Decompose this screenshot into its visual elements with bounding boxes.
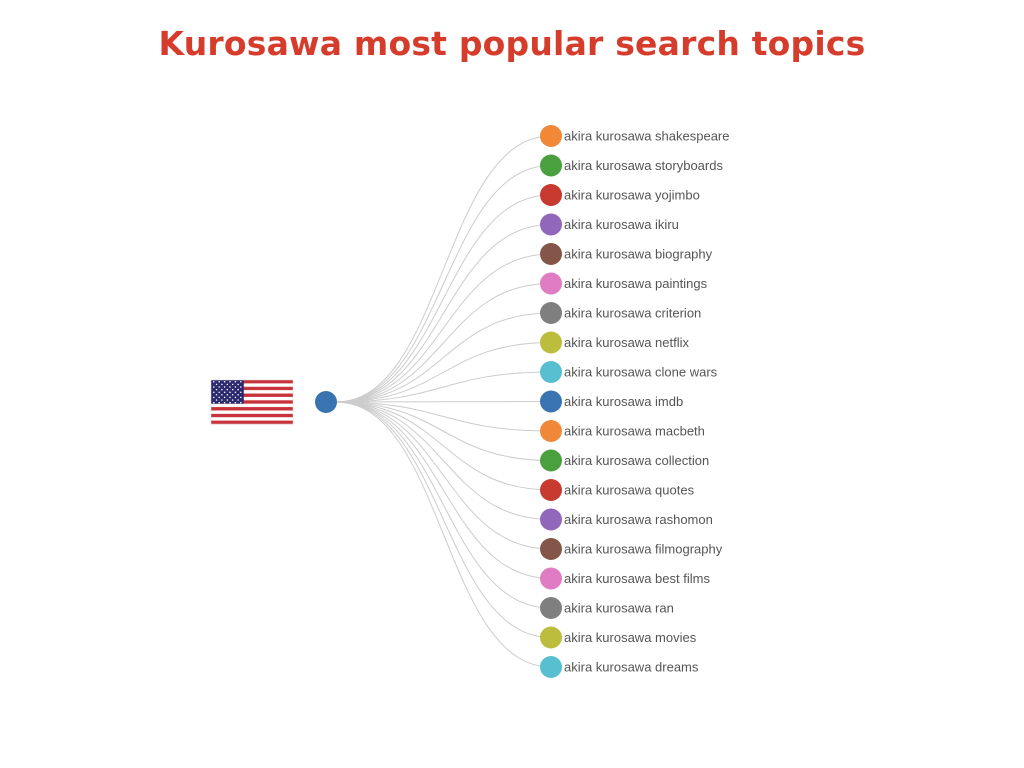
topic-node[interactable]: akira kurosawa biography — [540, 243, 713, 265]
topic-node-circle[interactable] — [540, 361, 562, 383]
topic-node-circle[interactable] — [540, 390, 562, 413]
topic-label: akira kurosawa filmography — [564, 542, 723, 557]
tree-link — [335, 401, 552, 520]
us-flag-icon — [210, 379, 294, 425]
tree-link — [335, 401, 552, 432]
tree-link — [335, 401, 552, 461]
topic-node[interactable]: akira kurosawa ran — [540, 597, 674, 619]
topic-node-circle[interactable] — [540, 213, 562, 236]
topic-node[interactable]: akira kurosawa criterion — [540, 302, 701, 324]
tree-link — [335, 401, 552, 550]
topic-label: akira kurosawa yojimbo — [564, 188, 700, 203]
tree-link — [335, 283, 552, 403]
topic-node-circle[interactable] — [540, 479, 562, 501]
tree-link — [335, 135, 552, 403]
topic-node-circle[interactable] — [540, 538, 562, 560]
topic-node[interactable]: akira kurosawa best films — [540, 567, 710, 590]
topic-label: akira kurosawa criterion — [564, 306, 701, 321]
tree-link — [335, 165, 552, 403]
tree-link — [335, 401, 552, 668]
topic-node-circle[interactable] — [540, 184, 562, 206]
topic-node-circle[interactable] — [540, 567, 562, 590]
topic-label: akira kurosawa movies — [564, 630, 697, 645]
topic-node-circle[interactable] — [540, 331, 562, 354]
tree-link — [335, 371, 552, 403]
topic-node-circle[interactable] — [540, 125, 562, 147]
tree-link — [335, 401, 552, 638]
topic-node[interactable]: akira kurosawa ikiru — [540, 213, 679, 236]
topic-node-circle[interactable] — [540, 626, 562, 649]
tree-links — [335, 135, 552, 668]
topic-label: akira kurosawa imdb — [564, 394, 683, 409]
tree-link — [335, 253, 552, 403]
tree-link — [335, 312, 552, 403]
tree-link — [335, 342, 552, 403]
topic-node-circle[interactable] — [540, 508, 562, 531]
topic-label: akira kurosawa clone wars — [564, 365, 718, 380]
page-title: Kurosawa most popular search topics — [158, 24, 866, 63]
topic-node[interactable]: akira kurosawa macbeth — [540, 420, 705, 442]
topic-node[interactable]: akira kurosawa imdb — [540, 390, 683, 413]
topic-node[interactable]: akira kurosawa paintings — [540, 272, 708, 295]
topic-node[interactable]: akira kurosawa shakespeare — [540, 125, 729, 147]
topic-label: akira kurosawa rashomon — [564, 512, 713, 527]
topic-label: akira kurosawa paintings — [564, 276, 708, 291]
topic-node[interactable]: akira kurosawa clone wars — [540, 361, 718, 383]
topic-node[interactable]: akira kurosawa collection — [540, 449, 709, 472]
topic-node-circle[interactable] — [540, 656, 562, 678]
tree-link — [335, 401, 552, 403]
topic-label: akira kurosawa shakespeare — [564, 129, 729, 144]
topic-label: akira kurosawa storyboards — [564, 158, 723, 173]
topic-node-circle[interactable] — [540, 302, 562, 324]
tree-link — [335, 401, 552, 579]
topic-node[interactable]: akira kurosawa quotes — [540, 479, 695, 501]
tree-link — [335, 194, 552, 403]
topic-node-circle[interactable] — [540, 272, 562, 295]
topic-label: akira kurosawa best films — [564, 571, 710, 586]
topic-node-circle[interactable] — [540, 154, 562, 177]
topic-label: akira kurosawa biography — [564, 247, 713, 262]
topic-node[interactable]: akira kurosawa dreams — [540, 656, 699, 678]
topic-label: akira kurosawa netflix — [564, 335, 689, 350]
topic-label: akira kurosawa dreams — [564, 660, 699, 675]
topic-node[interactable]: akira kurosawa movies — [540, 626, 697, 649]
topic-label: akira kurosawa ran — [564, 601, 674, 616]
topic-node-circle[interactable] — [540, 597, 562, 619]
topic-node[interactable]: akira kurosawa rashomon — [540, 508, 713, 531]
topic-label: akira kurosawa collection — [564, 453, 709, 468]
topic-node[interactable]: akira kurosawa storyboards — [540, 154, 723, 177]
topic-nodes: akira kurosawa shakespeare akira kurosawa… — [540, 125, 729, 678]
topic-label: akira kurosawa quotes — [564, 483, 695, 498]
tree-link — [335, 401, 552, 491]
tree-link — [335, 401, 552, 609]
topic-node-circle[interactable] — [540, 420, 562, 442]
topic-node-circle[interactable] — [540, 243, 562, 265]
topic-node-circle[interactable] — [540, 449, 562, 472]
topic-label: akira kurosawa ikiru — [564, 217, 679, 232]
tree-link — [335, 224, 552, 403]
topic-node[interactable]: akira kurosawa netflix — [540, 331, 689, 354]
topic-label: akira kurosawa macbeth — [564, 424, 705, 439]
topic-node[interactable]: akira kurosawa filmography — [540, 538, 723, 560]
topic-node[interactable]: akira kurosawa yojimbo — [540, 184, 700, 206]
root-node[interactable] — [315, 391, 337, 413]
